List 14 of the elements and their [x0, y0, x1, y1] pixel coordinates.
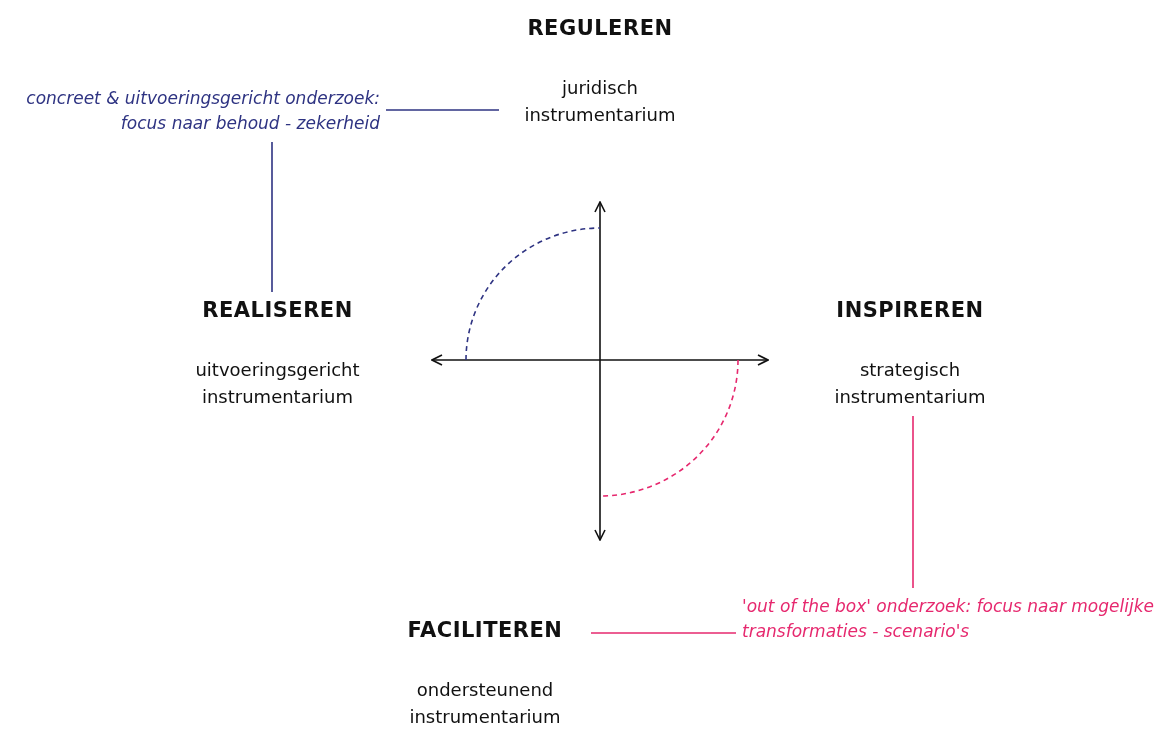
quadrant-description: ondersteunend instrumentarium — [408, 678, 562, 729]
quadrant-heading: FACILITEREN — [407, 618, 563, 642]
quadrant-heading: INSPIREREN — [836, 298, 984, 322]
quadrant-description: strategisch instrumentarium — [833, 358, 987, 409]
connector-line — [590, 632, 737, 634]
note-text: concreet & uitvoeringsgericht onderzoek: focus naar behoud - zekerheid — [10, 86, 380, 136]
connector-line — [385, 109, 500, 111]
quadrant-heading: REGULEREN — [527, 16, 673, 40]
connector-line — [271, 141, 273, 293]
connector-line — [912, 415, 914, 589]
quadrant-description: uitvoeringsgericht instrumentarium — [194, 358, 361, 409]
quadrant-heading: REALISEREN — [202, 298, 353, 322]
note-text: 'out of the box' onderzoek: focus naar mogelijke transformaties - scenario's — [742, 594, 1172, 644]
quadrant-description: juridisch instrumentarium — [523, 76, 677, 127]
